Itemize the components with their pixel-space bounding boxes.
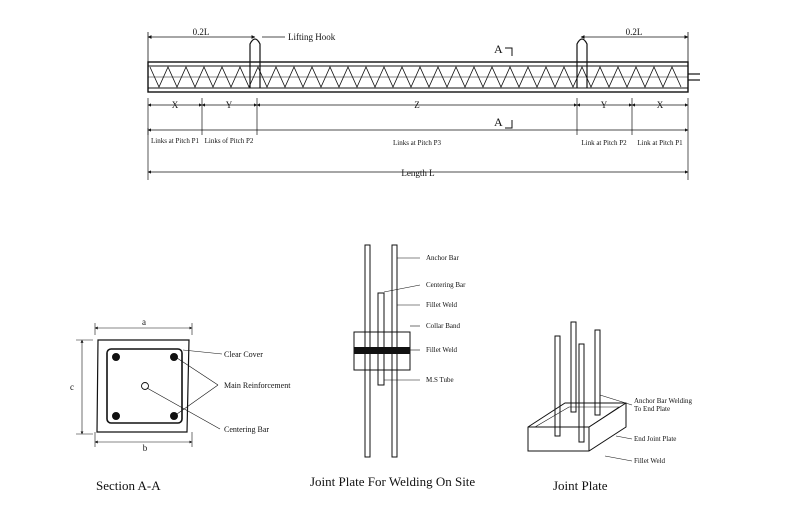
joint-site-title: Joint Plate For Welding On Site — [310, 474, 475, 489]
elevation-labels: 0.2L 0.2L Lifting Hook A A X Y Z Y X Lin… — [151, 27, 683, 178]
fillet-weld-top-label: Fillet Weld — [426, 301, 458, 309]
links-p1-left: Links at Pitch P1 — [151, 137, 200, 145]
dim-02l-left: 0.2L — [193, 27, 210, 37]
section-dim-a: a — [142, 317, 146, 327]
lifting-hook-label: Lifting Hook — [288, 32, 336, 42]
joint-plate-title: Joint Plate — [553, 478, 608, 493]
section-labels: a b c Clear Cover Main Reinforcement Cen… — [70, 317, 291, 493]
joint-plate-drawing — [527, 321, 633, 462]
fillet-weld-bottom-label: Fillet Weld — [426, 346, 458, 354]
main-reinforcement-label: Main Reinforcement — [224, 381, 291, 390]
link-truss — [149, 66, 682, 88]
section-mark-top: A — [494, 42, 503, 56]
centering-bar-label: Centering Bar — [426, 281, 466, 289]
dim-y-left: Y — [226, 100, 233, 110]
truss-links — [149, 66, 682, 88]
dim-z: Z — [414, 100, 420, 110]
section-a-a — [76, 323, 223, 447]
anchor-weld-label-line1: Anchor Bar Welding — [634, 397, 693, 405]
lifting-hook-left-icon — [249, 38, 261, 88]
joint-site-drawing — [353, 244, 421, 458]
section-title: Section A-A — [96, 478, 161, 493]
links-p1-right: Link at Pitch P1 — [637, 139, 683, 147]
anchor-bar-label: Anchor Bar — [426, 254, 460, 262]
section-mark-bottom: A — [494, 115, 503, 129]
dim-y-right: Y — [601, 100, 608, 110]
section-dim-c: c — [70, 382, 74, 392]
joint-site-labels: Anchor Bar Centering Bar Fillet Weld Col… — [310, 254, 475, 489]
centering-bar-label-section: Centering Bar — [224, 425, 269, 434]
links-p2-right: Link at Pitch P2 — [581, 139, 627, 147]
dim-x-left: X — [172, 100, 179, 110]
pile-elevation — [147, 32, 700, 180]
dim-x-right: X — [657, 100, 664, 110]
end-joint-plate-label: End Joint Plate — [634, 435, 676, 443]
dim-02l-right: 0.2L — [626, 27, 643, 37]
ms-tube-label: M.S Tube — [426, 376, 454, 384]
links-p3: Links at Pitch P3 — [393, 139, 442, 147]
joint-plate-labels: Anchor Bar Welding To End Plate End Join… — [553, 397, 693, 493]
collar-band-label: Collar Band — [426, 322, 461, 330]
anchor-weld-label-line2: To End Plate — [634, 405, 670, 413]
section-dim-b: b — [143, 443, 148, 453]
fillet-weld-label: Fillet Weld — [634, 457, 666, 465]
lifting-hook-right-icon — [576, 38, 588, 88]
links-p2-left: Links of Pitch P2 — [205, 137, 254, 145]
clear-cover-label: Clear Cover — [224, 350, 263, 359]
length-label: Length L — [401, 168, 434, 178]
